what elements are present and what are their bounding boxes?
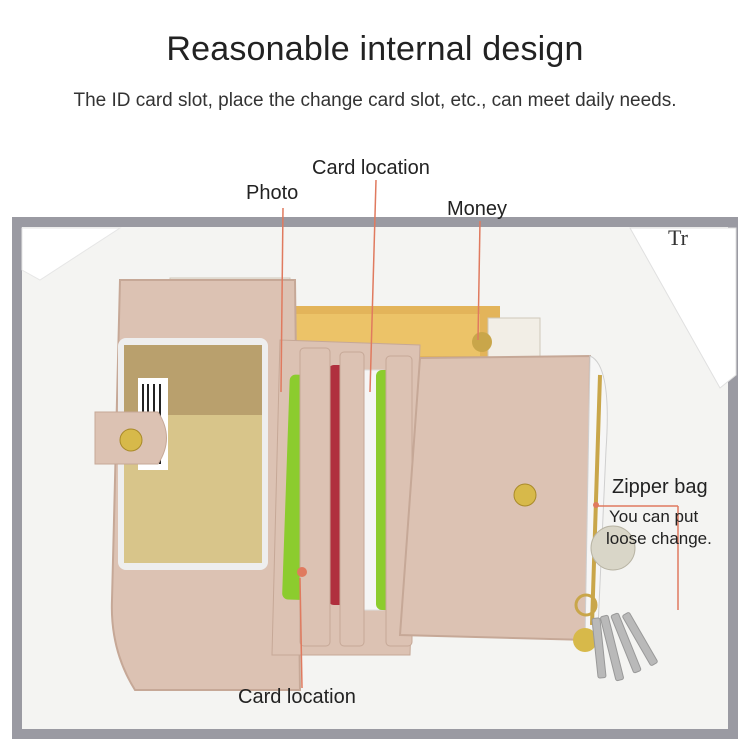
- zipper-dot: [593, 502, 599, 508]
- card-location-label-bottom: Card location: [238, 686, 356, 708]
- subheadline: The ID card slot, place the change card …: [73, 90, 677, 111]
- zipper-note-line2: loose change.: [606, 529, 712, 548]
- photo-label: Photo: [246, 182, 299, 204]
- headline: Reasonable internal design: [166, 30, 584, 68]
- tassel: [591, 612, 658, 682]
- zipper-pull-end: [573, 628, 597, 652]
- left-snap-button: [119, 428, 143, 452]
- zipper-bag-label: Zipper bag: [612, 476, 708, 498]
- card-bottom-dot: [297, 567, 307, 577]
- card-top-callout-line: [369, 179, 377, 393]
- coin-zipper: [590, 525, 636, 571]
- card-bottom-callout-line: [299, 577, 303, 689]
- paper-prop-left: [21, 227, 122, 281]
- zipper-track: [590, 374, 602, 626]
- zipper-note-line1: You can put: [609, 507, 699, 526]
- paper-prop-letters: Tr: [668, 225, 689, 250]
- coin-money: [472, 332, 492, 352]
- money-label: Money: [447, 198, 508, 220]
- wallet-right-flap: [398, 354, 592, 642]
- photo-callout-line: [280, 207, 284, 393]
- right-snap-button: [513, 483, 537, 507]
- card-location-label-top: Card location: [312, 157, 430, 179]
- paper-prop-right: [629, 227, 737, 389]
- card-slot-fronts: [299, 347, 413, 647]
- money-callout-line: [477, 220, 481, 341]
- zipper-pull-ring: [574, 593, 598, 617]
- banknote-right: [487, 317, 541, 363]
